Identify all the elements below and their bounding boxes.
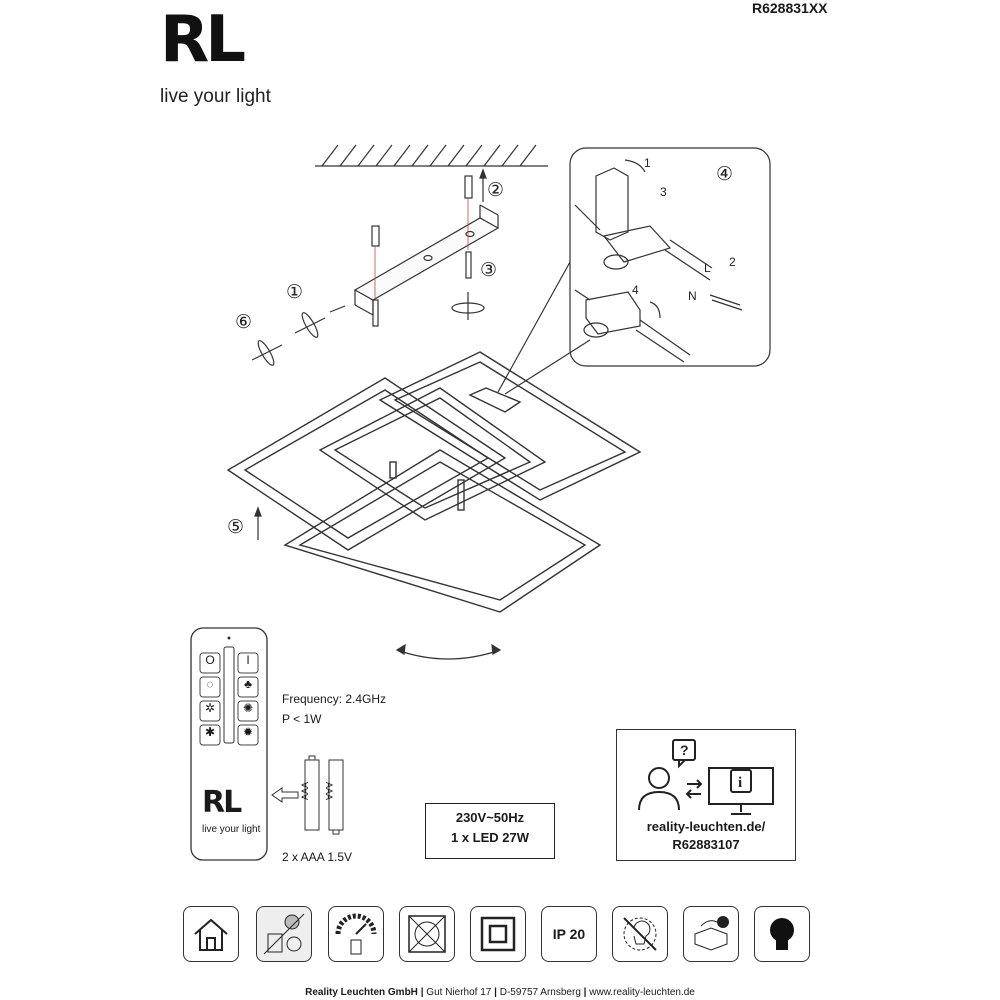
led-bulb-icon — [754, 906, 810, 962]
step-3-label: ③ — [480, 259, 497, 281]
footer-website[interactable]: www.reality-leuchten.de — [589, 987, 695, 998]
footer-sep-1: | — [420, 987, 424, 998]
remote-on-icon: I — [246, 653, 250, 667]
svg-text:3: 3 — [660, 185, 667, 199]
footer-sep-2: | — [494, 987, 497, 998]
no-bulb-change-icon — [612, 906, 668, 962]
dimmer-icon — [328, 906, 384, 962]
driver-icon — [683, 906, 739, 962]
brand-tagline: live your light — [160, 86, 271, 107]
battery-1-label: AAA — [300, 781, 311, 801]
wiring-detail-box — [569, 147, 771, 367]
help-url-line2: R62883107 — [672, 837, 740, 852]
lamp-frame — [226, 351, 642, 613]
fixing-6 — [251, 340, 283, 366]
help-url-line1: reality-leuchten.de/ — [646, 819, 766, 834]
footer-sep-3: | — [583, 987, 587, 998]
step-2-label: ② — [487, 179, 504, 201]
model-number: R628831XX — [752, 0, 828, 16]
fixing-1 — [294, 305, 346, 338]
wire-live-label: L — [704, 261, 711, 275]
ceiling-hatch — [321, 144, 537, 167]
remote-control — [190, 627, 268, 861]
footer: Reality Leuchten GmbH | Gut Nierhof 17 |… — [0, 987, 1000, 998]
not-for-insulation-icon — [399, 906, 455, 962]
led-text: 1 x LED 27W — [450, 830, 530, 845]
svg-text:1: 1 — [644, 156, 651, 170]
wall-plug-left — [371, 225, 380, 327]
remote-cool-icon: ✹ — [242, 725, 254, 739]
battery-spec: 2 x AAA 1.5V — [282, 850, 353, 864]
remote-off-icon: O — [205, 653, 215, 667]
mounting-bracket — [353, 204, 500, 316]
batteries-illustration — [271, 755, 344, 835]
protection-class-icon — [470, 906, 526, 962]
footer-company: Reality Leuchten GmbH — [305, 987, 418, 998]
remote-dim-down-icon: ✲ — [204, 701, 216, 715]
footer-address: Gut Nierhof 17 — [426, 987, 492, 998]
step-1-label: ① — [286, 281, 303, 303]
svg-text:2: 2 — [729, 255, 736, 269]
terminal-block-bottom — [574, 289, 691, 363]
svg-text:4: 4 — [632, 283, 639, 297]
wire-neutral-label: N — [688, 289, 697, 303]
light-fitting-icon — [256, 906, 312, 962]
remote-warm-icon: ✱ — [204, 725, 216, 739]
battery-2-label: AAA — [324, 781, 335, 801]
frequency-spec: Frequency: 2.4GHz — [282, 692, 387, 706]
remote-tagline: live your light — [202, 824, 261, 835]
remote-timer-icon: ◌ — [206, 677, 214, 691]
step-6-label: ⑥ — [235, 311, 252, 333]
brand-logo: RL — [160, 3, 246, 77]
svg-text:?: ? — [680, 742, 689, 758]
voltage-text: 230V~50Hz — [455, 810, 525, 825]
power-spec: P < 1W — [282, 712, 322, 726]
power-spec-box: 230V~50Hz 1 x LED 27W — [425, 803, 555, 859]
support-icon: ? i — [638, 739, 774, 815]
rotate-arrow — [396, 649, 501, 660]
svg-text:i: i — [738, 775, 742, 791]
terminal-block-top — [574, 167, 713, 281]
ip-rating-icon: IP 20 — [541, 906, 597, 962]
installation-diagram: ② ③ ① ⑥ ⑤ ④ 1 3 2 4 L N — [226, 144, 771, 660]
step-5-label: ⑤ — [227, 516, 244, 538]
indoor-use-icon — [183, 906, 239, 962]
wall-plug-right — [464, 168, 487, 279]
help-box: ? i reality-leuchten.de/ R62883107 — [616, 729, 796, 861]
footer-city: D-59757 Arnsberg — [499, 987, 581, 998]
remote-logo: RL — [202, 785, 242, 820]
remote-dim-up-icon: ✺ — [242, 701, 254, 715]
step-4-label: ④ — [716, 163, 733, 185]
remote-tree-icon: ♣ — [244, 677, 252, 691]
